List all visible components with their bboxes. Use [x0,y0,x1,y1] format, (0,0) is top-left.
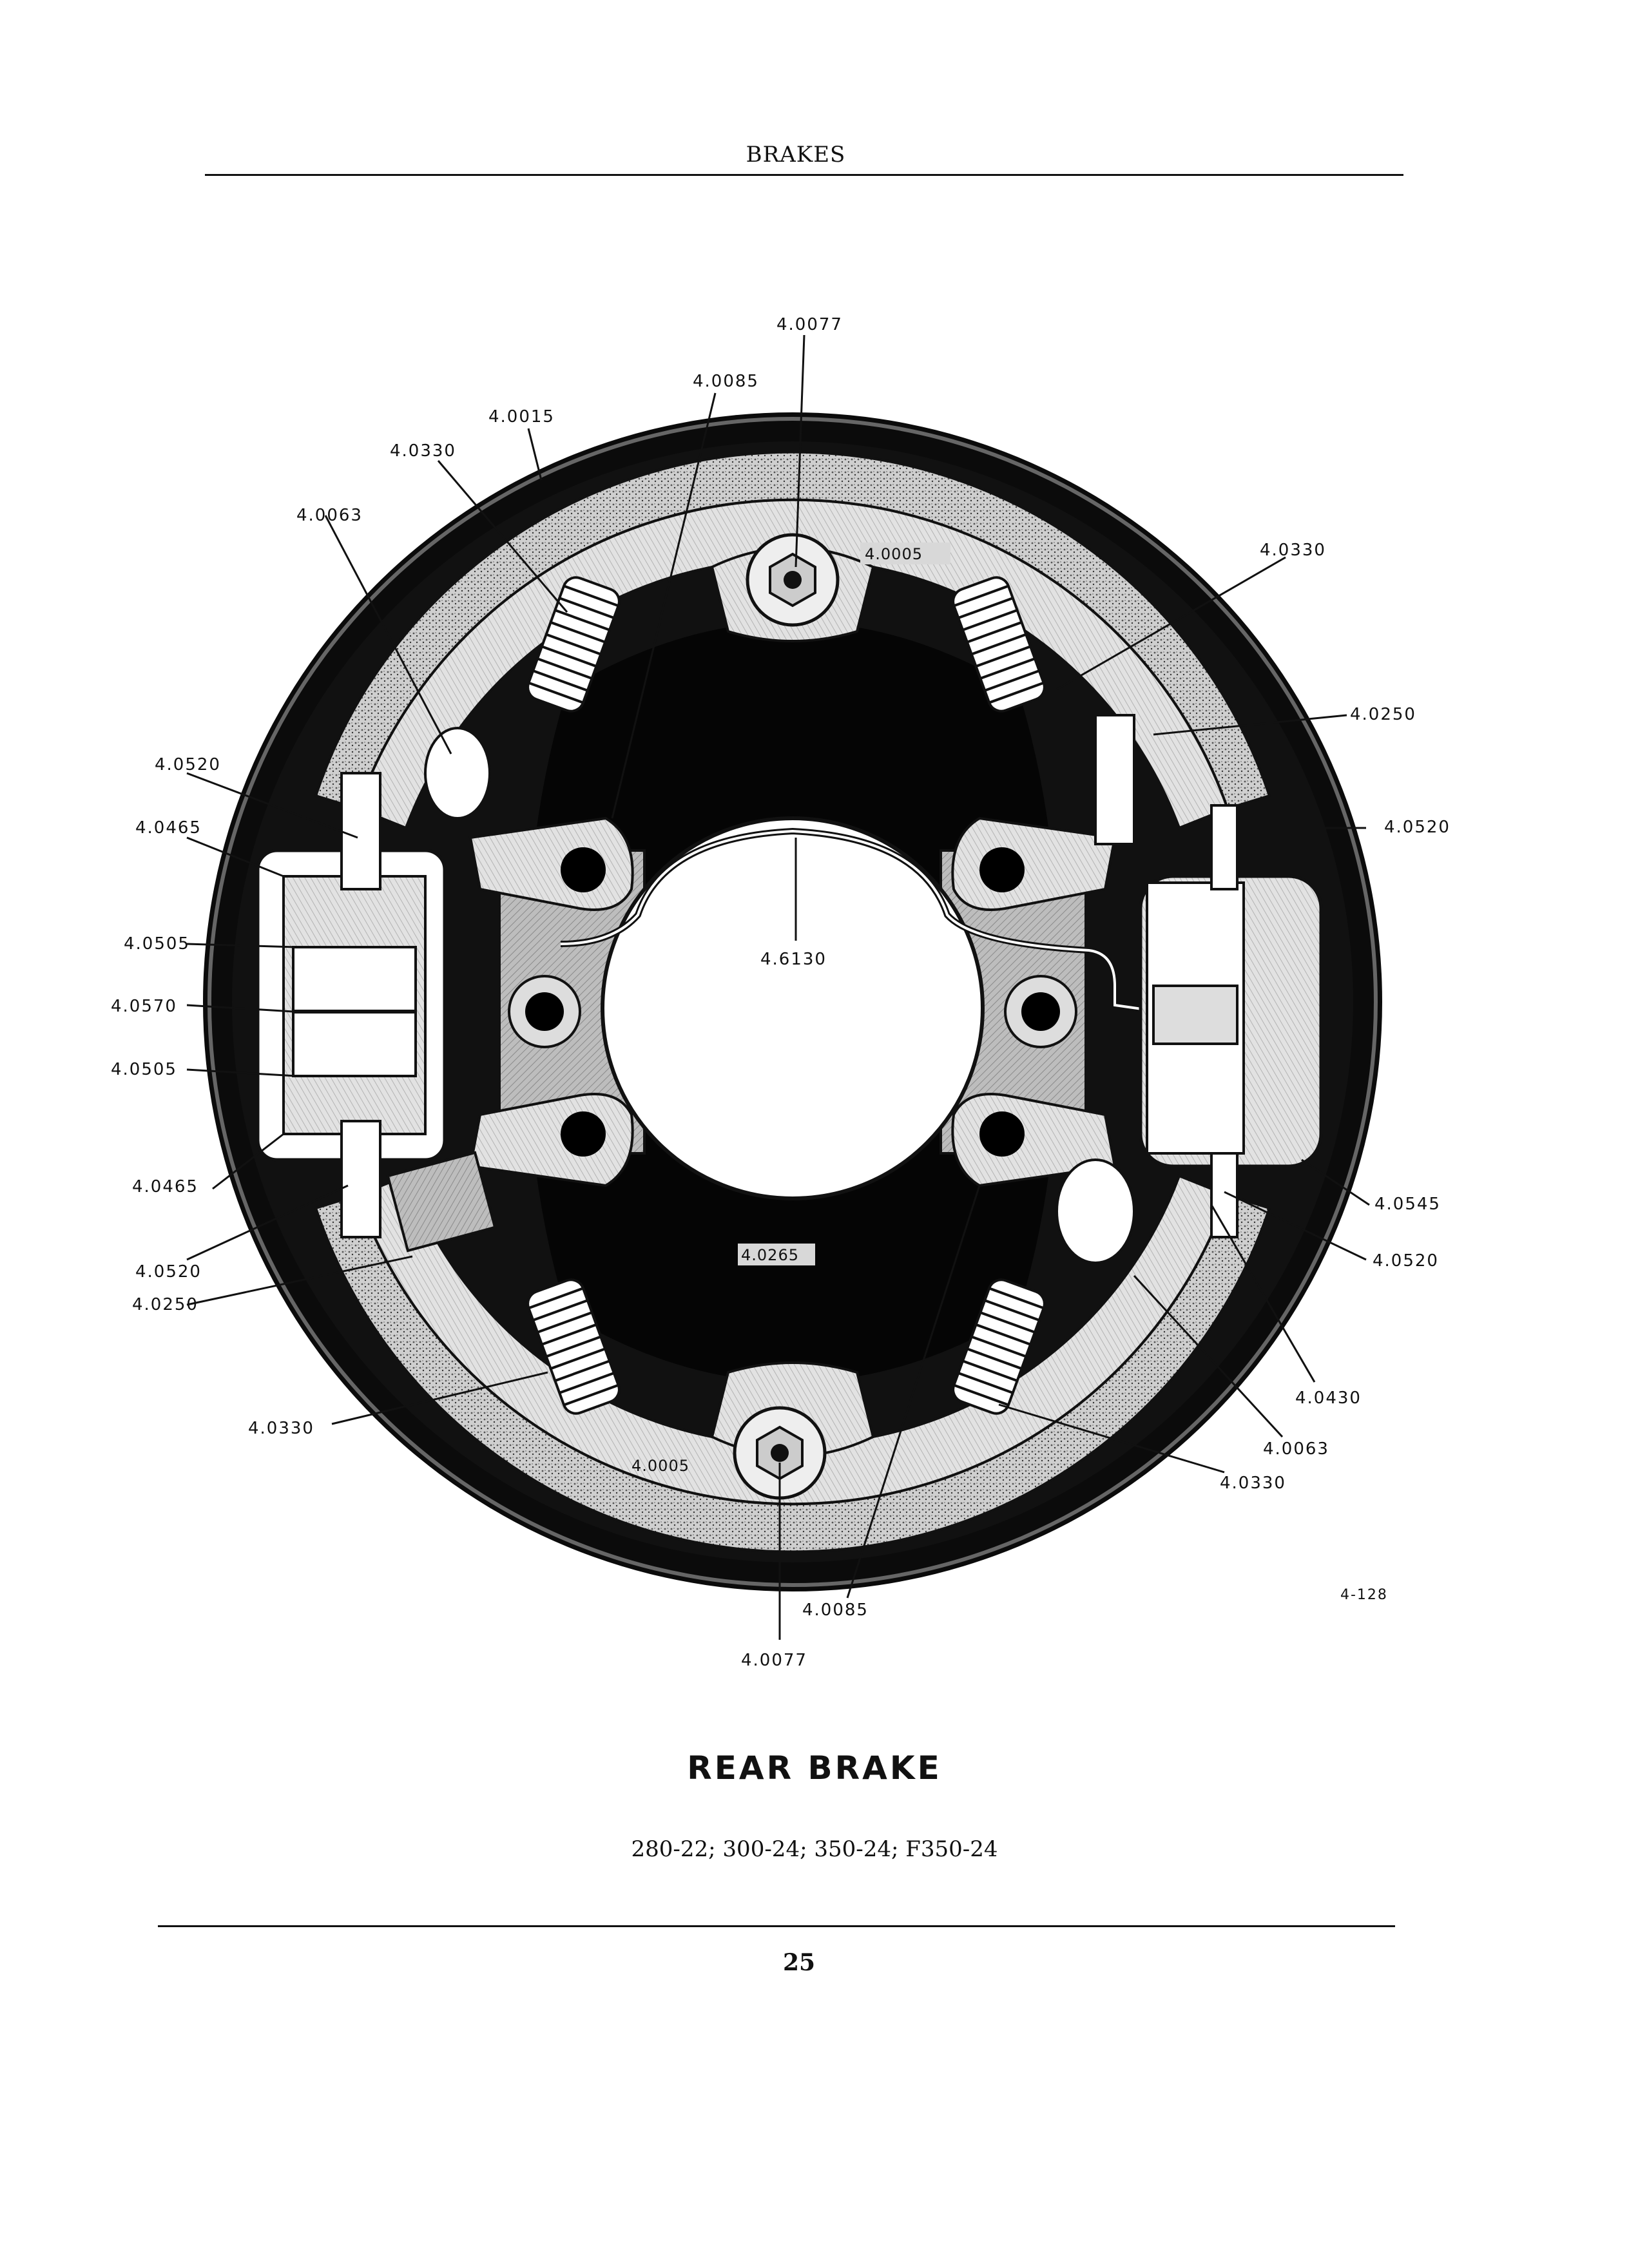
label-wheel-cylinder-right: 4.0545 [1374,1195,1441,1214]
footer-rule [158,1925,1395,1927]
section-title: BRAKES [746,142,846,168]
label-clip-left: 4.0250 [132,1295,198,1314]
label-bottom-pin: 4.0085 [802,1600,869,1620]
label-cylinder-spring: 4.0570 [111,997,177,1016]
label-piston-left-top: 4.0505 [124,934,190,954]
label-spring-bottom-left: 4.0330 [248,1419,314,1438]
lower-anchor-plate [710,1361,875,1500]
label-spring-top-left: 4.0330 [390,441,456,461]
label-push-rod-left-bottom: 4.0520 [135,1262,202,1282]
label-piston-left-bottom: 4.0505 [111,1060,177,1079]
label-adjuster-bottom-right: 4.0063 [1263,1439,1329,1459]
label-bleeder: 4.0430 [1295,1389,1362,1408]
upper-anchor-plate [710,533,875,642]
label-push-rod-left-top: 4.0520 [155,755,221,774]
right-wheel-cylinder [1055,714,1323,1264]
label-lining-top: 4.0015 [488,407,555,427]
shoe-levers [468,816,1117,1187]
label-spring-top-right: 4.0330 [1260,541,1326,560]
label-boot-left-bottom: 4.0465 [132,1177,198,1196]
lower-brake-shoe [314,1174,1271,1553]
figure-caption-title: REAR BRAKE [687,1749,942,1787]
hub-plate [498,849,1087,1155]
label-adjuster-top-left: 4.0063 [296,506,363,525]
model-list: 280-22; 300-24; 350-24; F350-24 [631,1836,998,1862]
label-backing-plate: 4.0265 [741,1246,799,1264]
label-push-rod-right-top: 4.0520 [1384,818,1451,837]
label-center-spring: 4.6130 [760,950,827,969]
hub-opening [601,816,985,1200]
label-bottom-anchor: 4.0005 [631,1457,689,1475]
label-top-anchor: 4.0005 [865,545,923,563]
label-top-bolt: 4.0077 [776,315,843,334]
label-boot-left-top: 4.0465 [135,818,202,838]
label-push-rod-right-bottom: 4.0520 [1373,1251,1439,1271]
leader-lines [186,334,1370,1640]
figure-number: 4-128 [1340,1587,1388,1603]
header-rule [205,174,1403,176]
return-springs [526,576,1046,1415]
label-spring-bottom-right: 4.0330 [1220,1474,1286,1493]
label-top-pin: 4.0085 [693,372,759,391]
label-bottom-bolt: 4.0077 [741,1651,807,1670]
label-clip-right: 4.0250 [1350,705,1416,724]
callout-labels: 4.0077 4.0085 4.0015 4.0330 4.0063 4.000… [111,315,1451,1670]
page-number: 25 [782,1949,816,1976]
left-wheel-cylinder [256,727,497,1253]
